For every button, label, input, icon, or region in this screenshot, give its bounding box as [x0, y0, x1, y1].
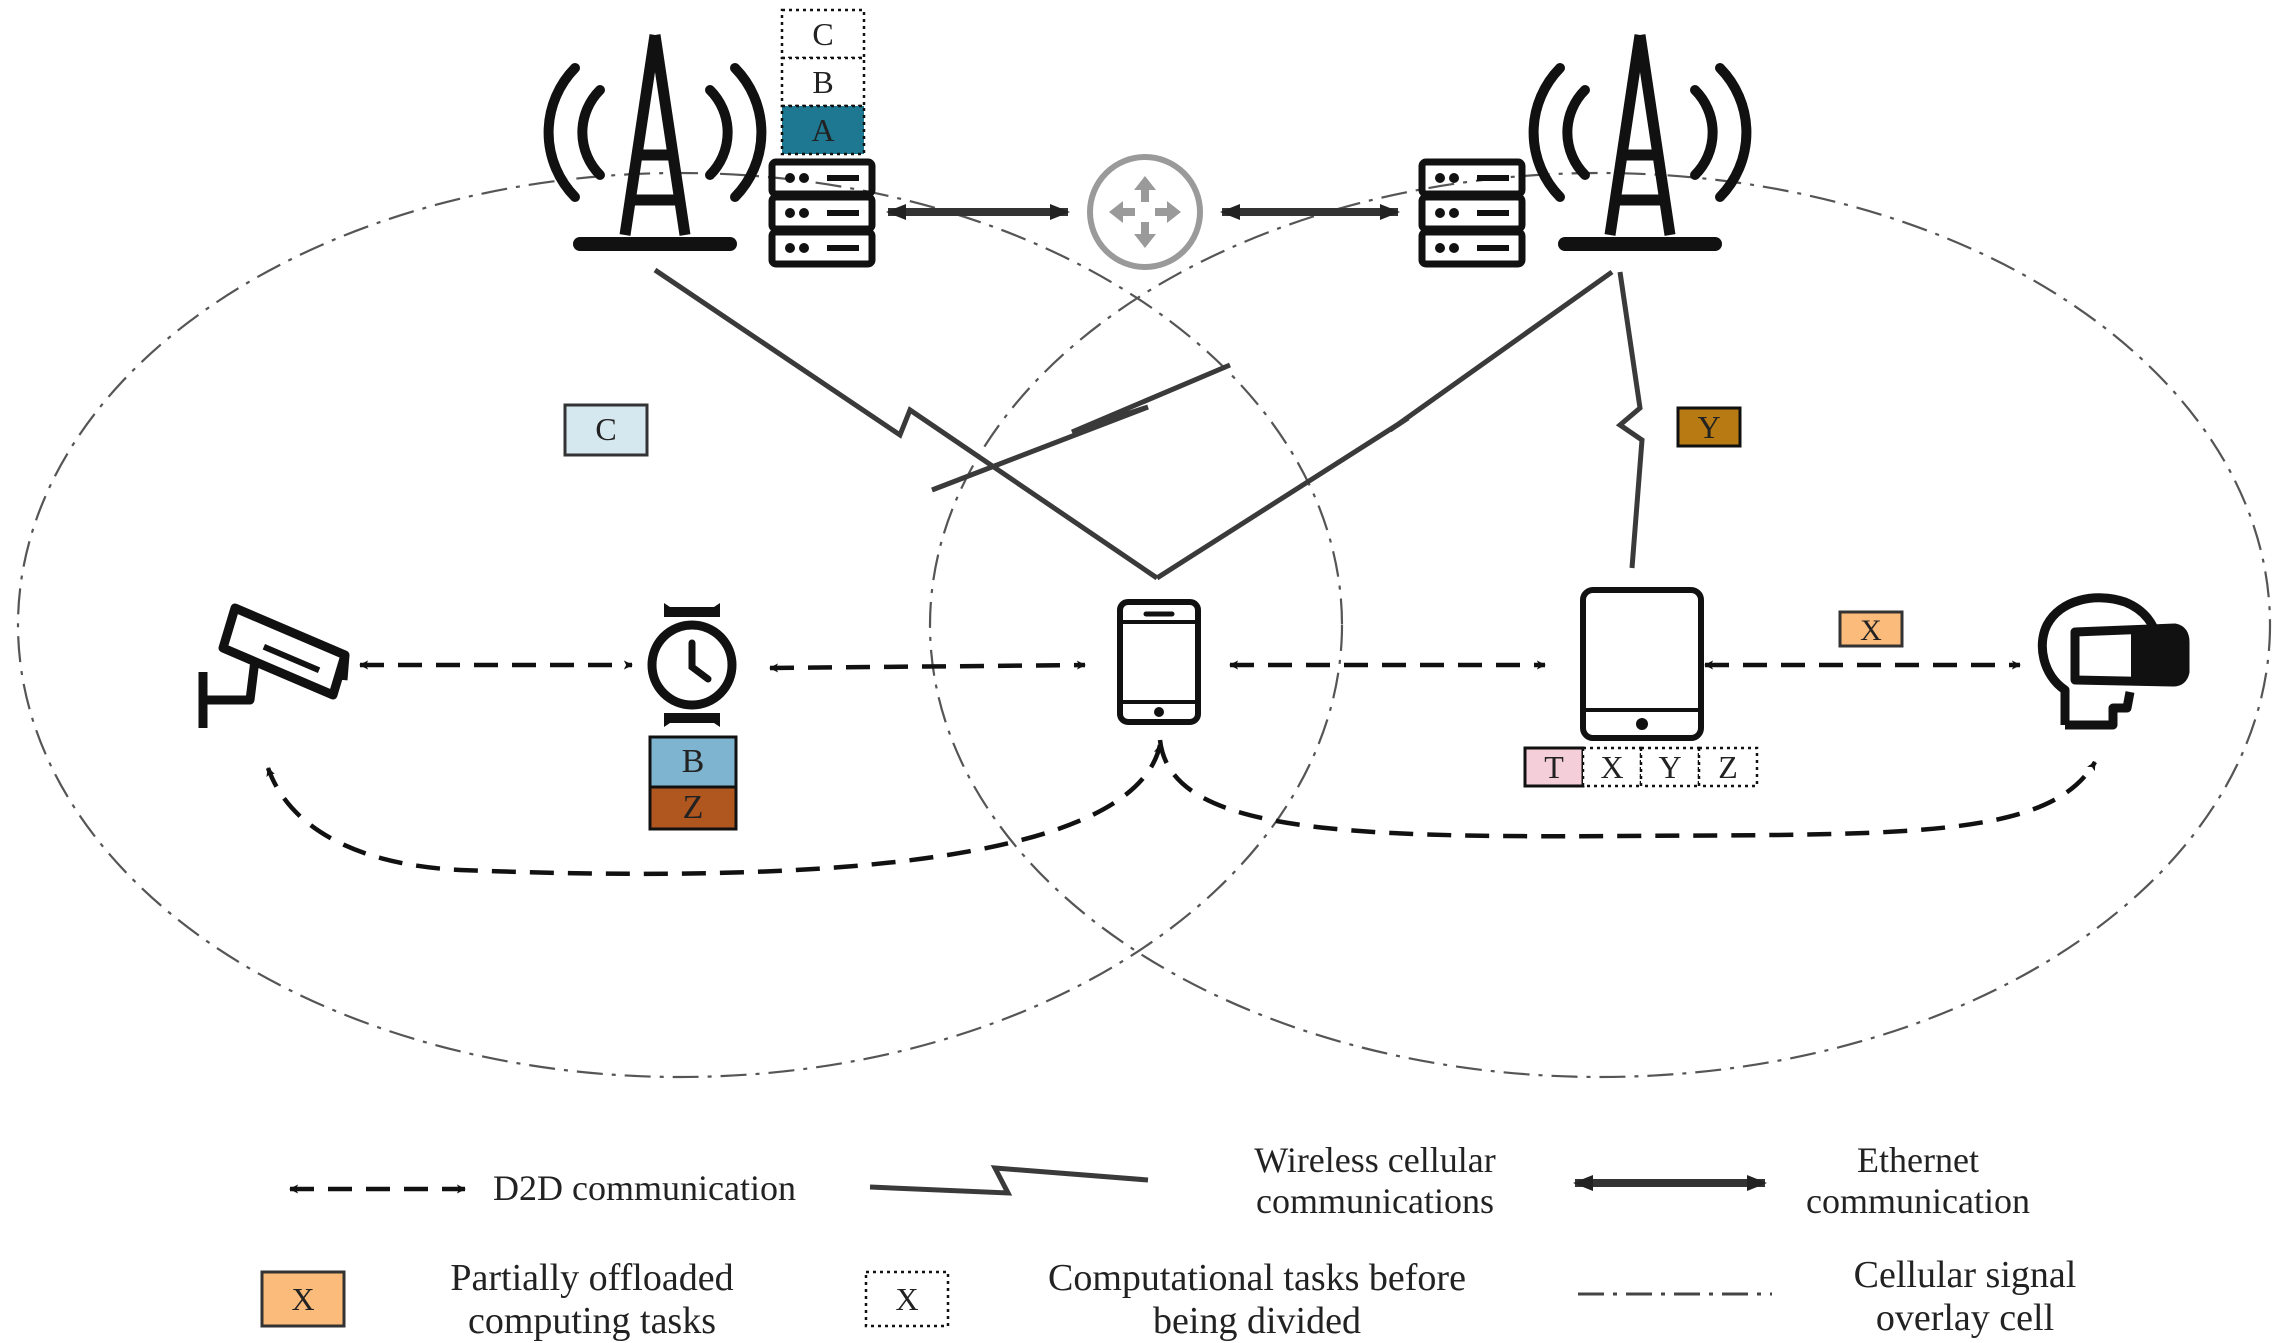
- wireless-link-right-tower-tablet: [1615, 271, 1645, 569]
- floating-task-x: X: [1838, 610, 1904, 648]
- floating-task-c: C: [563, 403, 649, 457]
- legend-undivided-box-label: X: [895, 1281, 918, 1317]
- d2d-phone-camera-curve: [265, 744, 1163, 877]
- legend-ethernet-line2: communication: [1806, 1181, 2030, 1221]
- smartphone-icon: [1117, 599, 1201, 725]
- wireless-links: [653, 267, 1645, 581]
- right-server-icon: [1418, 158, 1526, 268]
- legend-ethernet-line1: Ethernet: [1857, 1140, 1979, 1180]
- legend-cell: Cellular signal overlay cell: [1578, 1254, 2076, 1339]
- tablet-task-x-label: X: [1600, 749, 1623, 785]
- server-task-a-label: A: [811, 112, 834, 148]
- watch-task-b-label: B: [682, 743, 705, 780]
- legend-undivided: X Computational tasks before being divid…: [864, 1257, 1466, 1342]
- d2d-watch-phone: [769, 660, 1086, 673]
- left-server-icon: [768, 158, 876, 268]
- wireless-link-right-tower-phone: [1155, 269, 1614, 581]
- tablet-task-z: Z: [1697, 746, 1759, 788]
- right-cellular-cell: [928, 171, 2272, 1079]
- legend-wireless-line1: Wireless cellular: [1254, 1140, 1495, 1180]
- floating-task-c-label: C: [595, 411, 616, 447]
- left-tower-icon: [543, 34, 767, 251]
- wireless-link-left-tower-phone: [653, 267, 1159, 581]
- tablet-task-y: Y: [1639, 746, 1701, 788]
- watch-task-b: B: [648, 735, 738, 789]
- tablet-task-x: X: [1581, 746, 1643, 788]
- watch-task-stack: B Z: [648, 735, 738, 831]
- server-task-c-label: C: [812, 16, 833, 52]
- server-task-stack: C B A: [780, 8, 866, 156]
- d2d-links: [265, 660, 2097, 877]
- legend-partial-line2: computing tasks: [468, 1300, 716, 1342]
- tablet-task-z-label: Z: [1718, 749, 1738, 785]
- legend-wireless: Wireless cellular communications: [869, 1140, 1496, 1221]
- tablet-task-y-label: Y: [1658, 749, 1681, 785]
- floating-task-x-label: X: [1860, 614, 1882, 647]
- legend-d2d: D2D communication: [289, 1168, 796, 1208]
- legend-undivided-line1: Computational tasks before: [1048, 1257, 1466, 1299]
- wireless-link-interference: [931, 362, 1231, 493]
- watch-task-z-label: Z: [683, 789, 704, 826]
- legend-d2d-label: D2D communication: [493, 1168, 796, 1208]
- server-task-b-label: B: [812, 64, 833, 100]
- server-task-a: A: [780, 104, 866, 156]
- router-icon: [1087, 154, 1203, 270]
- floating-task-y: Y: [1676, 406, 1742, 448]
- watch-task-z: Z: [648, 785, 738, 831]
- legend-partial-box-label: X: [291, 1281, 314, 1317]
- d2d-phone-vr-curve: [1157, 739, 2097, 839]
- legend: D2D communication Wireless cellular comm…: [260, 1140, 2076, 1342]
- server-task-c: C: [780, 8, 866, 60]
- legend-cell-line1: Cellular signal: [1854, 1254, 2077, 1296]
- tablet-task-row: T X Y Z: [1523, 746, 1759, 788]
- server-task-b: B: [780, 56, 866, 108]
- legend-undivided-line2: being divided: [1153, 1300, 1361, 1342]
- floating-task-y-label: Y: [1697, 409, 1720, 445]
- right-tower-icon: [1528, 34, 1752, 251]
- legend-cell-line2: overlay cell: [1876, 1297, 2054, 1339]
- legend-partial-line1: Partially offloaded: [450, 1257, 733, 1299]
- tablet-task-t-label: T: [1544, 749, 1564, 785]
- smartwatch-icon: [647, 603, 737, 727]
- tablet-task-t: T: [1523, 746, 1585, 788]
- legend-ethernet: Ethernet communication: [1573, 1140, 2030, 1221]
- tablet-icon: [1580, 587, 1704, 741]
- vr-headset-icon: [2037, 593, 2190, 730]
- legend-wireless-line2: communications: [1256, 1181, 1494, 1221]
- legend-partial: X Partially offloaded computing tasks: [260, 1257, 734, 1342]
- security-camera-icon: [198, 603, 350, 728]
